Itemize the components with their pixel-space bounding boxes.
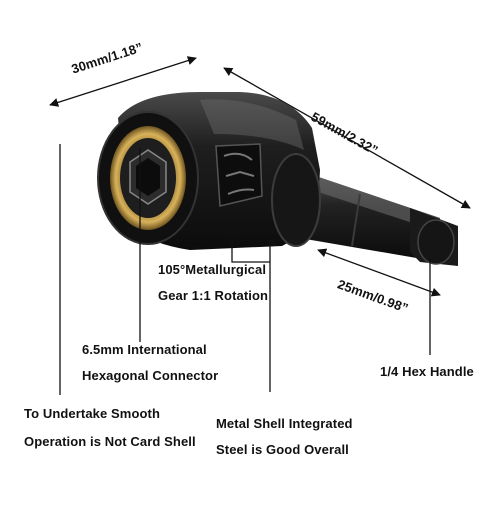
dimension-top-width-line — [49, 56, 197, 107]
shell-label-line2: Steel is Good Overall — [216, 442, 349, 457]
dimension-shaft-length-line — [317, 248, 441, 297]
dimension-total-length-line — [223, 67, 471, 209]
rotation-arc — [175, 239, 227, 249]
callout-leaders — [59, 144, 431, 395]
gear-label-line1: 105°Metallurgical — [158, 262, 267, 277]
connector-label-line1: 6.5mm International — [82, 342, 207, 357]
shell-label-line1: Metal Shell Integrated — [216, 416, 353, 431]
smooth-label-line1: To Undertake Smooth — [24, 406, 161, 421]
smooth-label-line2: Operation is Not Card Shell — [24, 434, 196, 449]
connector-label-line2: Hexagonal Connector — [82, 368, 219, 383]
gear-label-line2: Gear 1:1 Rotation — [158, 288, 269, 303]
hex-handle-label: 1/4 Hex Handle — [380, 364, 474, 379]
hex-socket-face — [97, 111, 199, 245]
hex-shaft — [288, 168, 458, 266]
